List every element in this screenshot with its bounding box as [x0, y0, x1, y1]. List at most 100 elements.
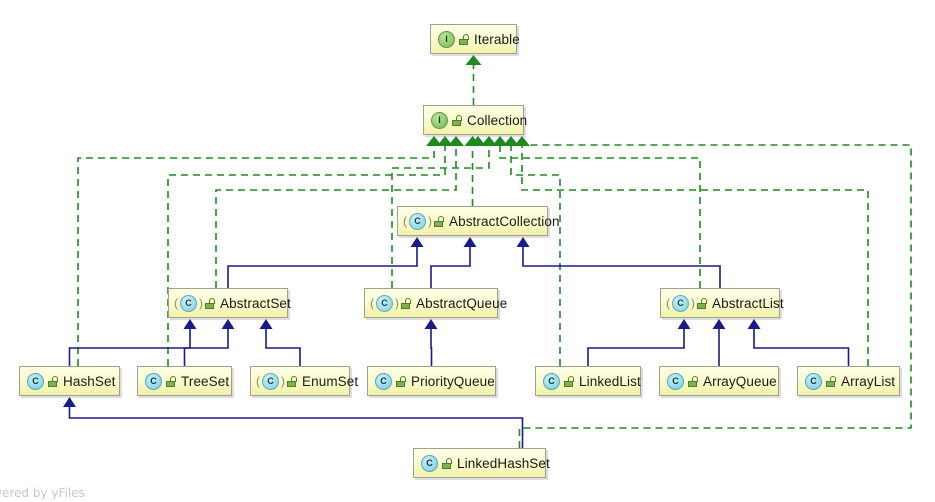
arrowhead-implements-arraylist	[514, 136, 530, 146]
abstract-bracket-right: )	[428, 214, 432, 228]
arrowhead-extends-abstractqueue	[463, 237, 477, 247]
edge-implements-abstractlist	[499, 146, 701, 288]
arrowhead-implements-treeset	[437, 136, 453, 146]
node-label: ArrayQueue	[703, 373, 777, 389]
class-badge-icon: C	[667, 372, 684, 390]
class-badge-icon: C	[672, 294, 689, 312]
node-iterable[interactable]: (I)Iterable	[430, 24, 520, 54]
arrowhead-implements-hashset	[426, 136, 442, 146]
node-icons: (C)	[27, 372, 58, 390]
node-linkedlist[interactable]: (C)LinkedList	[535, 366, 641, 396]
node-label: PriorityQueue	[411, 373, 495, 389]
node-enumset[interactable]: (C) EnumSet	[250, 366, 358, 396]
node-icons: (C)	[421, 454, 452, 472]
node-abstractqueue[interactable]: (C)AbstractQueue	[364, 288, 507, 318]
node-label: ArrayList	[841, 373, 896, 389]
node-priorityqueue[interactable]: (C) PriorityQueue	[367, 366, 496, 396]
node-label: AbstractSet	[220, 295, 291, 311]
edge-extends-hashset	[68, 329, 191, 366]
edge-implements-linkedhashset	[477, 144, 912, 448]
node-arraylist[interactable]: (C) ArrayList	[797, 366, 900, 396]
arrowhead-implements-linkedhashset	[470, 136, 486, 146]
class-badge-icon: C	[262, 372, 279, 390]
padlock-icon	[48, 375, 58, 387]
arrowhead-extends-enumset	[259, 319, 273, 329]
abstract-bracket-left: (	[174, 296, 178, 310]
node-icons: (C)	[543, 372, 574, 390]
edge-extends-enumset	[265, 329, 301, 366]
node-icons: (C)	[805, 372, 836, 390]
arrowhead-extends-abstractlist	[516, 237, 530, 247]
class-badge-icon: C	[805, 372, 822, 390]
node-icons: (C)	[403, 212, 444, 230]
class-badge-icon: C	[543, 372, 560, 390]
node-label: Collection	[467, 112, 528, 128]
node-hashset[interactable]: (C) HashSet	[19, 366, 120, 396]
node-label: EnumSet	[302, 373, 359, 389]
yfiles-watermark: Powered by yFiles	[0, 486, 85, 500]
node-abstractlist[interactable]: (C) AbstractList	[660, 288, 784, 318]
abstract-bracket-right: )	[395, 296, 399, 310]
abstract-bracket-right: )	[691, 296, 695, 310]
node-abstractcollection[interactable]: (C) AbstractCollection	[397, 206, 560, 236]
node-icons: (C)	[256, 372, 297, 390]
arrowhead-implements-abstractlist	[492, 136, 508, 146]
node-label: LinkedHashSet	[457, 455, 550, 471]
abstract-bracket-left: (	[666, 296, 670, 310]
node-icons: (C)	[666, 294, 707, 312]
abstract-bracket-left: (	[403, 214, 407, 228]
node-icons: (C)	[667, 372, 698, 390]
padlock-icon	[452, 114, 462, 126]
node-arrayqueue[interactable]: (C) ArrayQueue	[659, 366, 779, 396]
edge-extends-arraylist	[753, 329, 850, 366]
padlock-icon	[564, 375, 574, 387]
interface-badge-icon: I	[431, 111, 448, 129]
arrowhead-extends-linkedhashset	[63, 397, 76, 407]
node-abstractset[interactable]: (C)AbstractSet	[168, 288, 291, 318]
padlock-icon	[401, 297, 411, 309]
edge-extends-abstractqueue	[430, 247, 471, 288]
arrowhead-extends-abstractset	[410, 237, 424, 247]
arrowhead-extends-priorityqueue	[424, 319, 438, 329]
node-treeset[interactable]: (C)TreeSet	[137, 366, 232, 396]
arrowhead-implements-abstractset	[448, 136, 464, 146]
node-icons: (I)	[438, 30, 469, 48]
edge-extends-treeset	[183, 329, 229, 366]
padlock-icon	[166, 375, 176, 387]
node-label: AbstractQueue	[416, 295, 508, 311]
arrowhead-extends-linkedlist	[677, 319, 691, 329]
class-badge-icon: C	[27, 372, 44, 390]
node-linkedhashset[interactable]: (C) LinkedHashSet	[413, 448, 550, 478]
class-badge-icon: C	[421, 454, 438, 472]
class-badge-icon: C	[145, 372, 162, 390]
abstract-bracket-left: (	[256, 374, 260, 388]
node-label: AbstractList	[712, 295, 784, 311]
padlock-icon	[697, 297, 707, 309]
abstract-bracket-right: )	[281, 374, 285, 388]
arrowhead-implements-collection	[465, 55, 482, 65]
node-label: AbstractCollection	[449, 213, 560, 229]
abstract-bracket-right: )	[199, 296, 203, 310]
node-icons: (C)	[375, 372, 406, 390]
padlock-icon	[434, 215, 444, 227]
node-collection[interactable]: (I) Collection	[423, 105, 528, 135]
padlock-icon	[459, 33, 469, 45]
class-badge-icon: C	[375, 372, 392, 390]
interface-badge-icon: I	[438, 30, 455, 48]
padlock-icon	[442, 457, 452, 469]
node-icons: (I)	[431, 111, 462, 129]
arrowhead-extends-hashset	[183, 319, 197, 329]
padlock-icon	[396, 375, 406, 387]
arrowhead-extends-arrayqueue	[712, 319, 726, 329]
padlock-icon	[826, 375, 836, 387]
node-label: HashSet	[63, 373, 116, 389]
class-badge-icon: C	[409, 212, 426, 230]
arrowhead-extends-arraylist	[747, 319, 761, 329]
edge-extends-priorityqueue	[430, 329, 433, 366]
edge-implements-linkedlist	[510, 146, 561, 366]
arrowhead-implements-abstractqueue	[481, 136, 497, 146]
abstract-bracket-left: (	[370, 296, 374, 310]
edge-extends-linkedhashset	[68, 407, 524, 448]
